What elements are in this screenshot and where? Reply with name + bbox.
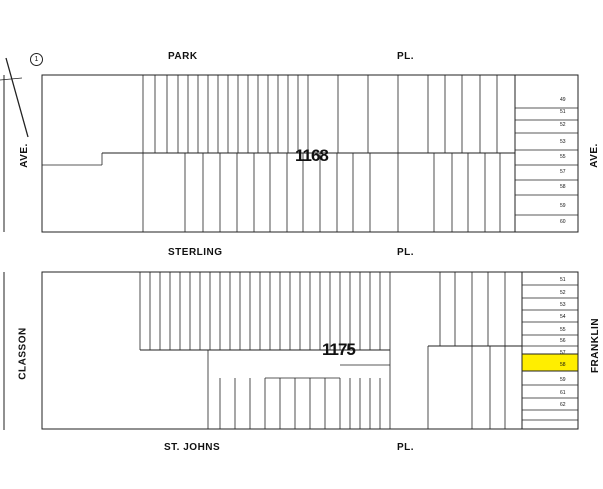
block-number-1175: 1175 — [322, 340, 356, 359]
street-franklin-ave: AVE. — [588, 143, 600, 168]
street-sterling-pl: PL. — [397, 247, 415, 258]
section-marker: 1 — [30, 53, 43, 66]
north-arrow-cross — [0, 77, 23, 81]
lot-number: 58 — [560, 184, 566, 190]
lot-number: 52 — [560, 290, 566, 296]
lot-number: 51 — [560, 109, 566, 115]
north-arrow — [5, 57, 29, 138]
lot-number: 59 — [560, 203, 566, 209]
block-1168-outline — [41, 74, 579, 233]
lot-number: 55 — [560, 154, 566, 160]
lot-number: 52 — [560, 122, 566, 128]
street-franklin: FRANKLIN — [590, 317, 602, 374]
lot-number: 49 — [560, 97, 566, 103]
lot-number: 53 — [560, 139, 566, 145]
street-park-pl: PL. — [397, 51, 415, 62]
lot-number: 51 — [560, 277, 566, 283]
street-park: PARK — [168, 51, 198, 62]
street-classon: CLASSON — [17, 327, 29, 380]
street-sterling: STERLING — [168, 247, 223, 258]
block-number-1168: 1168 — [295, 146, 329, 165]
street-classon-ave: AVE. — [18, 143, 30, 168]
lot-number: 57 — [560, 169, 566, 175]
street-st-johns-pl: PL. — [397, 442, 415, 453]
lot-number: 60 — [560, 219, 566, 225]
lot-number: 58 — [560, 362, 566, 368]
highlighted-lot[interactable] — [521, 353, 579, 372]
lot-number: 62 — [560, 402, 566, 408]
lot-number: 53 — [560, 302, 566, 308]
lot-number: 57 — [560, 350, 566, 356]
lot-number: 54 — [560, 314, 566, 320]
lot-number: 56 — [560, 338, 566, 344]
lot-number: 55 — [560, 327, 566, 333]
street-st-johns: ST. JOHNS — [164, 442, 221, 453]
lot-number: 61 — [560, 390, 566, 396]
lot-number: 59 — [560, 377, 566, 383]
